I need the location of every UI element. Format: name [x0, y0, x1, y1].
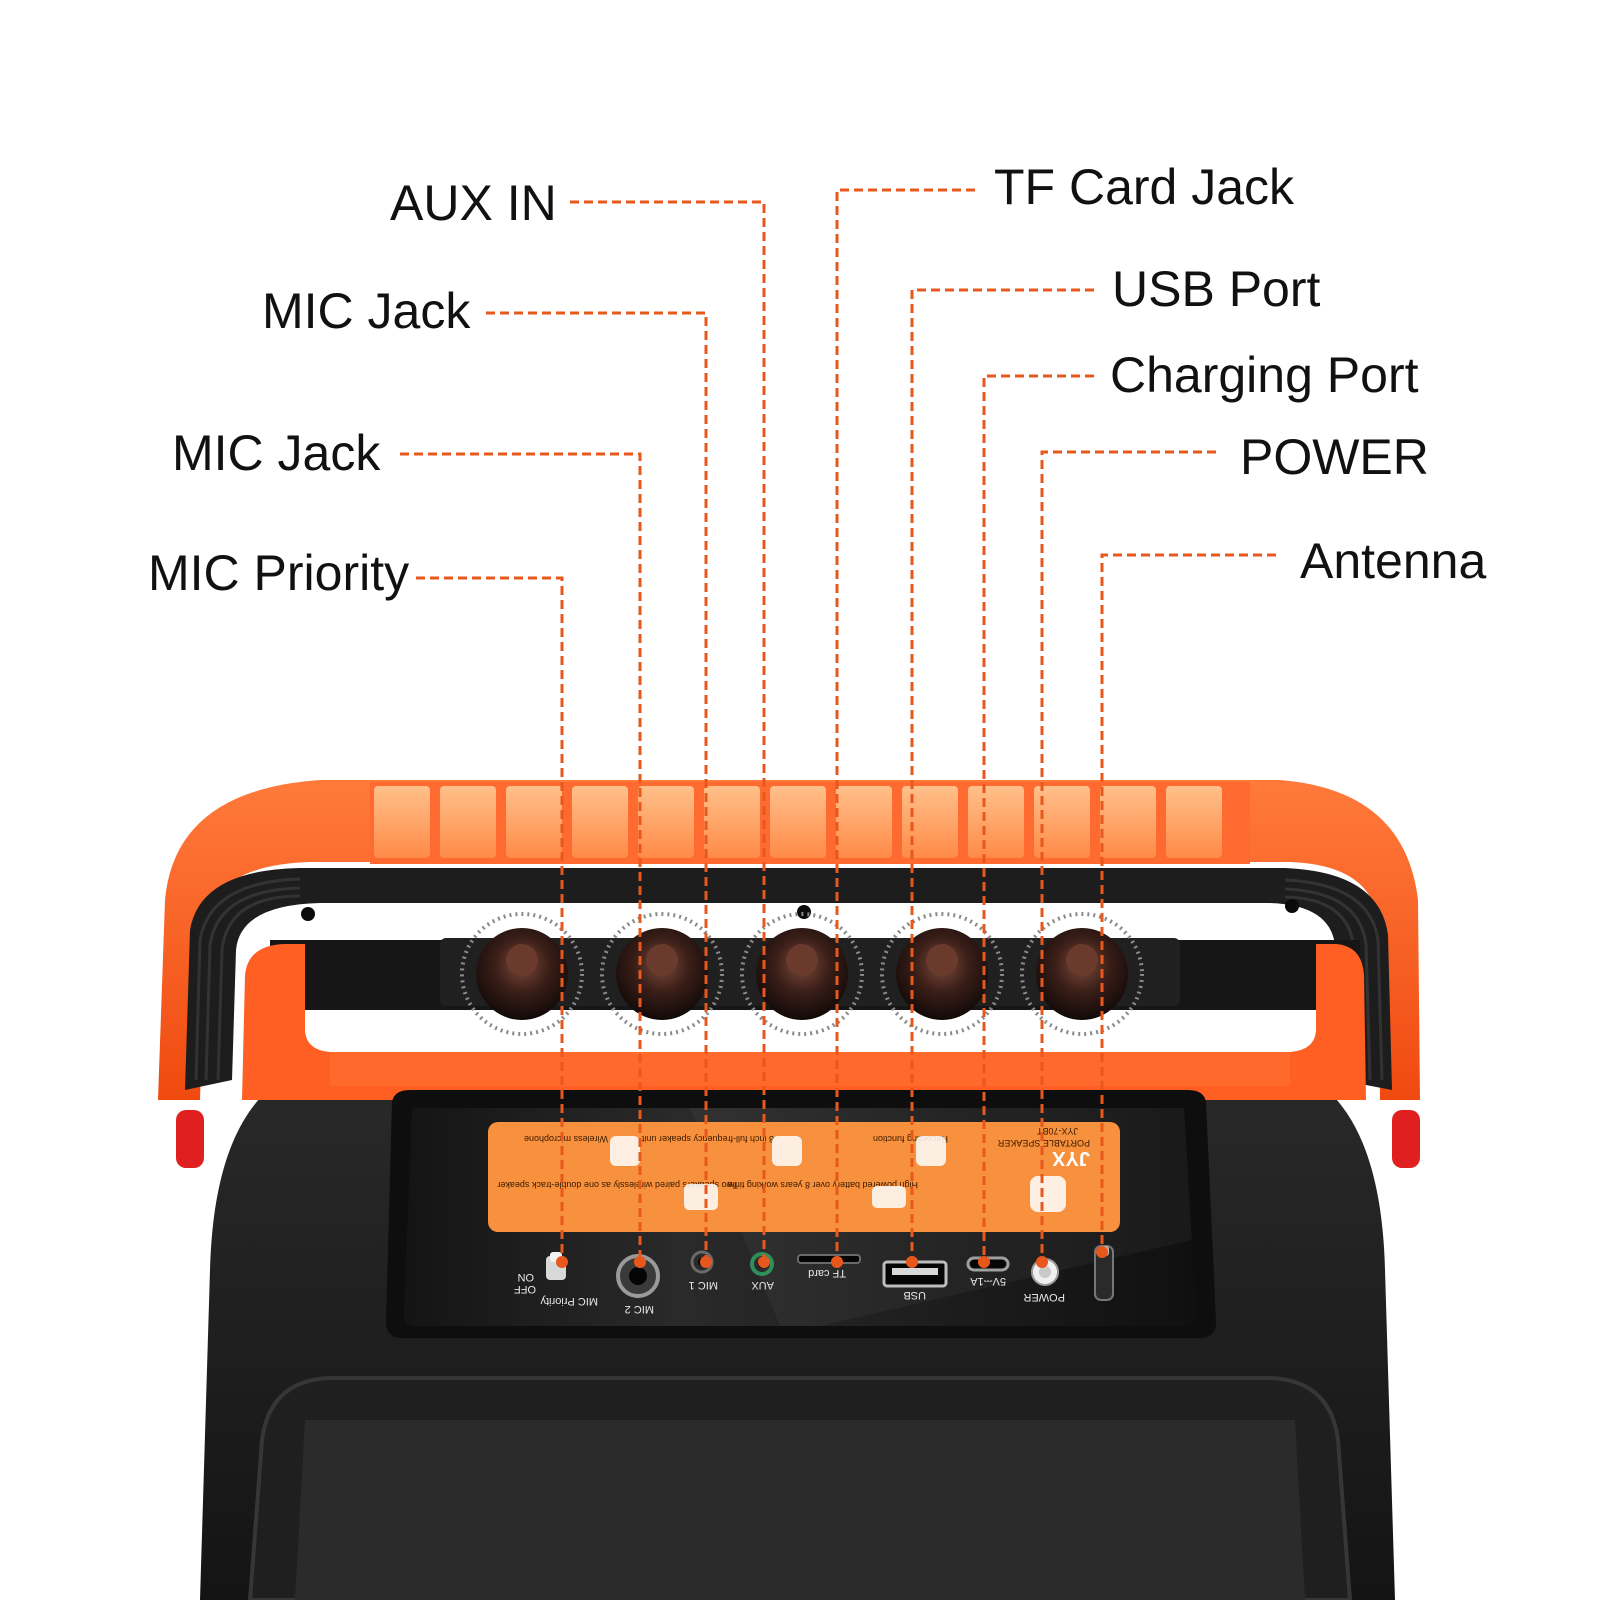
speaker-unit-icon [772, 1136, 802, 1166]
panel-label-charge-spec: 5V⎓1A [970, 1275, 1006, 1287]
screw-center [797, 905, 811, 919]
grip-fin [506, 786, 562, 858]
panel-label-usb: USB [903, 1289, 926, 1301]
dot-antenna [1096, 1246, 1108, 1258]
grip-fin [374, 786, 430, 858]
dot-usb [906, 1256, 918, 1268]
grip-fins [374, 786, 1222, 858]
panel-label-mic1: MIC 1 [689, 1279, 718, 1291]
grip-fin [902, 786, 958, 858]
volume-knob[interactable] [600, 912, 724, 1036]
leader-power [1040, 450, 1216, 1262]
label-tf-card-jack: TF Card Jack [994, 159, 1295, 215]
label-mic-jack-1: MIC Jack [262, 283, 471, 339]
handle-bar-highlight [330, 1052, 1290, 1086]
label-mic-jack-2: MIC Jack [172, 425, 381, 481]
label-usb-port: USB Port [1112, 261, 1321, 317]
volume-knob[interactable] [1020, 912, 1144, 1036]
grip-fin [440, 786, 496, 858]
leader-tf-card-jack [835, 188, 975, 1262]
grip-fin [770, 786, 826, 858]
leader-mic-jack-1 [486, 311, 708, 1262]
wireless-mic-icon [610, 1136, 640, 1166]
grille-inner [295, 1420, 1305, 1600]
leader-dots [556, 1246, 1108, 1268]
leader-mic-jack-2 [400, 452, 642, 1262]
info-subtitle: PORTABLE SPEAKER [997, 1138, 1090, 1148]
screw-right [1285, 899, 1299, 913]
volume-knob[interactable] [740, 912, 864, 1036]
panel-labels: MIC Priority ON OFF MIC 2 MIC 1 AUX TF c… [514, 1267, 1065, 1315]
dot-tf-card [831, 1256, 843, 1268]
panel-label-tf-card: TF card [808, 1267, 846, 1279]
grip-fin [1100, 786, 1156, 858]
label-charging-port: Charging Port [1110, 347, 1419, 403]
info-feature-4: Two speakers paired wirelessly as one do… [497, 1180, 738, 1190]
leader-antenna [1100, 553, 1276, 1252]
left-handle-clip [176, 1110, 204, 1168]
tf-card-slot[interactable] [797, 1254, 861, 1264]
info-card-bg [488, 1122, 1120, 1232]
info-card: JYX PORTABLE SPEAKER JYX-70BT Recording … [488, 1122, 1120, 1232]
grip-fin [1166, 786, 1222, 858]
panel-label-off: OFF [514, 1283, 536, 1295]
grip-fin [968, 786, 1024, 858]
info-brand: JYX [1052, 1147, 1090, 1169]
info-feature-3: Recording function [873, 1134, 948, 1144]
info-feature-5: High powered battery over 8 years workin… [727, 1180, 918, 1190]
leader-usb-port [910, 288, 1094, 1262]
panel-label-aux: AUX [751, 1279, 774, 1291]
info-card-icons [610, 1136, 1066, 1212]
grip-fin [704, 786, 760, 858]
info-feature-2: 8 inch full-frequency speaker unit [641, 1134, 774, 1144]
leader-aux-in [570, 200, 766, 1262]
grip-fin [836, 786, 892, 858]
label-antenna: Antenna [1300, 533, 1487, 589]
tws-icon [684, 1184, 718, 1210]
dot-power [1036, 1256, 1048, 1268]
power-button[interactable] [1031, 1258, 1059, 1286]
label-mic-priority: MIC Priority [148, 545, 410, 601]
screw-left [301, 907, 315, 921]
dot-mic2 [634, 1256, 646, 1268]
speaker-body: JYX PORTABLE SPEAKER JYX-70BT Recording … [158, 780, 1420, 1600]
logo-icon [1030, 1176, 1066, 1212]
rubber-ribs [194, 877, 1384, 1081]
battery-icon [872, 1186, 906, 1208]
port-row [546, 1245, 1114, 1301]
right-handle-clip [1392, 1110, 1420, 1168]
panel-label-mic2: MIC 2 [625, 1303, 654, 1315]
panel-label-power: POWER [1023, 1291, 1065, 1303]
dot-aux [758, 1256, 770, 1268]
dot-mic1 [700, 1256, 712, 1268]
volume-knob[interactable] [460, 912, 584, 1036]
leader-mic-priority [416, 576, 564, 1262]
info-model: JYX-70BT [1036, 1126, 1078, 1136]
mic2-jack[interactable] [616, 1254, 660, 1298]
leader-lines [400, 188, 1276, 1262]
control-knobs [460, 912, 1144, 1036]
leader-charging-port [982, 374, 1094, 1262]
info-feature-1: Wireless microphone [524, 1134, 608, 1144]
dot-mic-priority [556, 1256, 568, 1268]
label-power: POWER [1240, 429, 1429, 485]
recording-icon [916, 1136, 946, 1166]
panel-label-on: ON [517, 1271, 534, 1283]
handle-rubber [185, 868, 1392, 1090]
volume-knob[interactable] [880, 912, 1004, 1036]
grip-fin [572, 786, 628, 858]
grip-fin [638, 786, 694, 858]
grip-fin [1034, 786, 1090, 858]
label-aux-in: AUX IN [390, 175, 557, 231]
dot-charging [978, 1256, 990, 1268]
panel-label-mic-priority: MIC Priority [540, 1295, 598, 1307]
